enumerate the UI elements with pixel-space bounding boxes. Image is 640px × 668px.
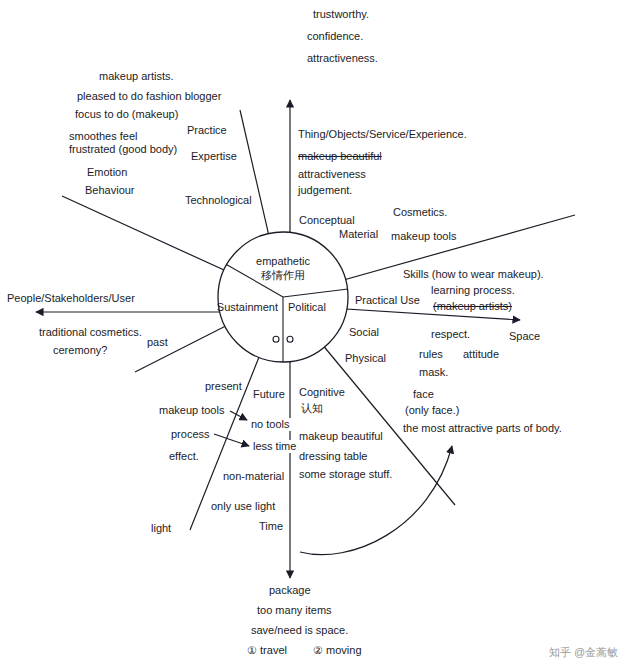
handwritten-note: confidence. [306,30,364,43]
handwritten-note: rules [418,348,444,361]
handwritten-note: mask. [418,366,449,379]
handwritten-note: makeup tools [158,404,225,417]
handwritten-note: too many items [256,604,333,617]
circle-border [218,232,348,362]
circle-label: Sustainment [217,301,278,314]
handwritten-note: ① travel [246,644,288,657]
handwritten-note: Behaviour [84,184,136,197]
handwritten-note: only use light [210,500,276,513]
handwritten-note: makeup beautiful [297,150,383,163]
handwritten-note: judgement. [297,184,353,197]
handwritten-note: ceremony? [52,344,108,357]
handwritten-note: attractiveness. [306,52,379,65]
handwritten-note: makeup beautiful [298,430,384,443]
handwritten-note: Physical [344,352,387,365]
handwritten-note: traditional cosmetics. [38,326,143,339]
handwritten-note: process [170,428,211,441]
handwritten-note: Conceptual [298,214,356,227]
handwritten-note: attractiveness [297,168,367,181]
handwritten-note: less time [252,440,297,453]
divider-line [282,297,283,362]
handwritten-note: Skills (how to wear makeup). [402,268,545,281]
handwritten-note: past [146,336,169,349]
handwritten-note: Material [338,228,379,241]
handwritten-note: present [204,380,243,393]
handwritten-note: non-material [222,470,285,483]
note-arrow [230,411,247,420]
circle-outline [217,231,349,363]
handwritten-note: the most attractive parts of body. [402,422,563,435]
handwritten-note: Space [508,330,541,343]
divider-line [283,289,348,297]
handwritten-note: Technological [184,194,253,207]
handwritten-note: Expertise [190,150,238,163]
handwritten-note: attitude [462,348,500,361]
handwritten-note: no tools [250,418,291,431]
handwritten-note: (makeup artists) [432,300,513,313]
handwritten-note: 认知 [300,402,324,415]
handwritten-note: package [268,584,312,597]
circle-label: 移情作用 [261,269,305,282]
handwritten-note: Cognitive [298,386,346,399]
handwritten-note: effect. [168,450,200,463]
handwritten-note: Time [258,520,284,533]
handwritten-note: save/need is space. [250,624,349,637]
small-ring [273,336,279,342]
circle-label: Political [288,301,326,314]
handwritten-note: respect. [430,328,471,341]
handwritten-note: makeup tools [390,230,457,243]
handwritten-note: ② moving [312,644,363,657]
handwritten-note: dressing table [298,450,369,463]
handwritten-note: smoothes feel frustrated (good body) [68,130,186,156]
handwritten-note: Practice [186,124,228,137]
watermark: 知乎 @金蒿敏 [548,646,619,659]
handwritten-note: some storage stuff. [298,468,393,481]
circle-label: empathetic [256,255,310,268]
handwritten-note: trustworthy. [312,8,370,21]
handwritten-note: face [412,388,435,401]
handwritten-note: (only face.) [404,404,460,417]
handwritten-note: light [150,522,172,535]
handwritten-note: People/Stakeholders/User [6,292,136,305]
handwritten-note: pleased to do fashion blogger [76,90,222,103]
hub-circle: empathetic移情作用 Sustainment Political [217,231,349,363]
handwritten-note: Practical Use [354,294,421,307]
handwritten-note: focus to do (makeup) [74,108,179,121]
handwritten-note: Thing/Objects/Service/Experience. [297,128,468,141]
small-ring [287,336,293,342]
handwritten-note: Future [252,388,286,401]
handwritten-note: learning process. [430,284,516,297]
handwritten-note: Emotion [86,166,128,179]
handwritten-note: makeup artists. [98,70,175,83]
note-arrow [214,434,249,446]
handwritten-note: Social [348,326,380,339]
handwritten-note: Cosmetics. [392,206,448,219]
